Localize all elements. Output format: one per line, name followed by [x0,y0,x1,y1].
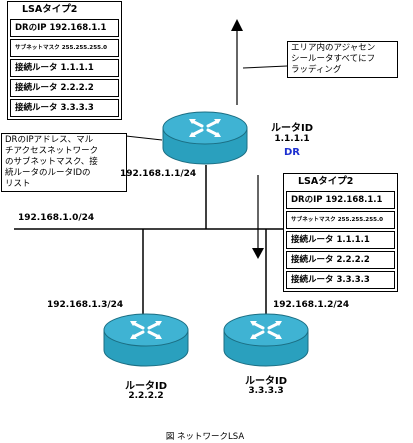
lsa-type2-box-left: LSAタイプ2 DRのIP 192.168.1.1 サブネットマスク 255.2… [7,1,122,120]
router-left-label: ルータID [124,381,168,392]
lsa-row-router-3: 接続ルータ 3.3.3.3 [10,99,119,117]
router-left-icon [103,313,189,367]
callout-dr-list: DRのIPアドレス、マル チアクセスネットワーク のサブネットマスク、接 続ルー… [1,133,127,192]
lsa-row-dr-ip: DRのIP 192.168.1.1 [286,191,395,209]
figure-caption: 図 ネットワークLSA [165,432,245,442]
ip-router-left: 192.168.1.3/24 [47,300,124,310]
lsa-type2-box-right: LSAタイプ2 DRのIP 192.168.1.1 サブネットマスク 255.2… [283,173,398,292]
router-top-id: 1.1.1.1 [274,134,310,144]
lsa-row-router-1: 接続ルータ 1.1.1.1 [286,231,395,249]
arrow-up-head [231,19,243,31]
router-right-icon [223,313,309,367]
lsa-row-router-2: 接続ルータ 2.2.2.2 [286,251,395,269]
lsa-title: LSAタイプ2 [298,176,354,187]
lsa-row-dr-ip: DRのIP 192.168.1.1 [10,19,119,37]
ip-router-top: 192.168.1.1/24 [120,169,197,179]
lsa-row-subnet-mask: サブネットマスク 255.255.255.0 [286,211,395,229]
lsa-row-router-1: 接続ルータ 1.1.1.1 [10,59,119,77]
lsa-title: LSAタイプ2 [22,4,78,15]
ip-network-segment: 192.168.1.0/24 [18,213,95,223]
router-right-label: ルータID [244,376,288,387]
lsa-row-router-3: 接続ルータ 3.3.3.3 [286,271,395,289]
router-top-label: ルータID [270,123,314,134]
router-left-id: 2.2.2.2 [128,391,164,401]
router-right-id: 3.3.3.3 [248,386,284,396]
callout-flooding: エリア内のアジャセン シールータすべてにフ ラッディング [287,41,398,78]
router-top-icon [162,111,248,165]
ip-router-right: 192.168.1.2/24 [273,300,350,310]
lsa-row-subnet-mask: サブネットマスク 255.255.255.0 [10,39,119,57]
callout-list-pointer [125,135,163,141]
callout-flood-pointer [242,65,288,69]
dr-badge: DR [283,147,300,158]
arrow-down-head [252,248,264,259]
lsa-row-router-2: 接続ルータ 2.2.2.2 [10,79,119,97]
